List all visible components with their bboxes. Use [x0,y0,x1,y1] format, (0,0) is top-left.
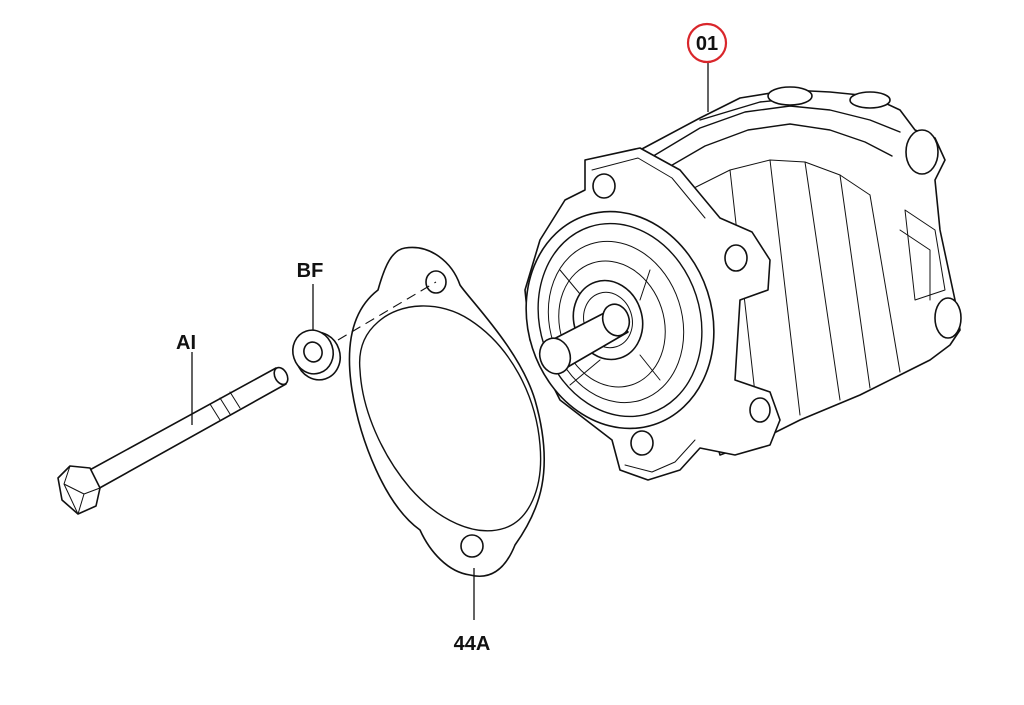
gear-pump[interactable] [499,86,962,481]
callout-bolt[interactable]: AI [176,332,196,354]
flange-gasket[interactable] [348,246,546,577]
highlight-ring [686,22,728,64]
gasket-hole-bottom [460,534,484,558]
callout-washer[interactable]: BF [297,260,324,282]
hex-bolt[interactable] [57,365,291,515]
washer[interactable] [287,325,346,386]
callout-gasket[interactable]: 44A [454,633,491,655]
callout-pump[interactable]: 01 [696,33,718,55]
assembly-centerline [337,281,437,341]
